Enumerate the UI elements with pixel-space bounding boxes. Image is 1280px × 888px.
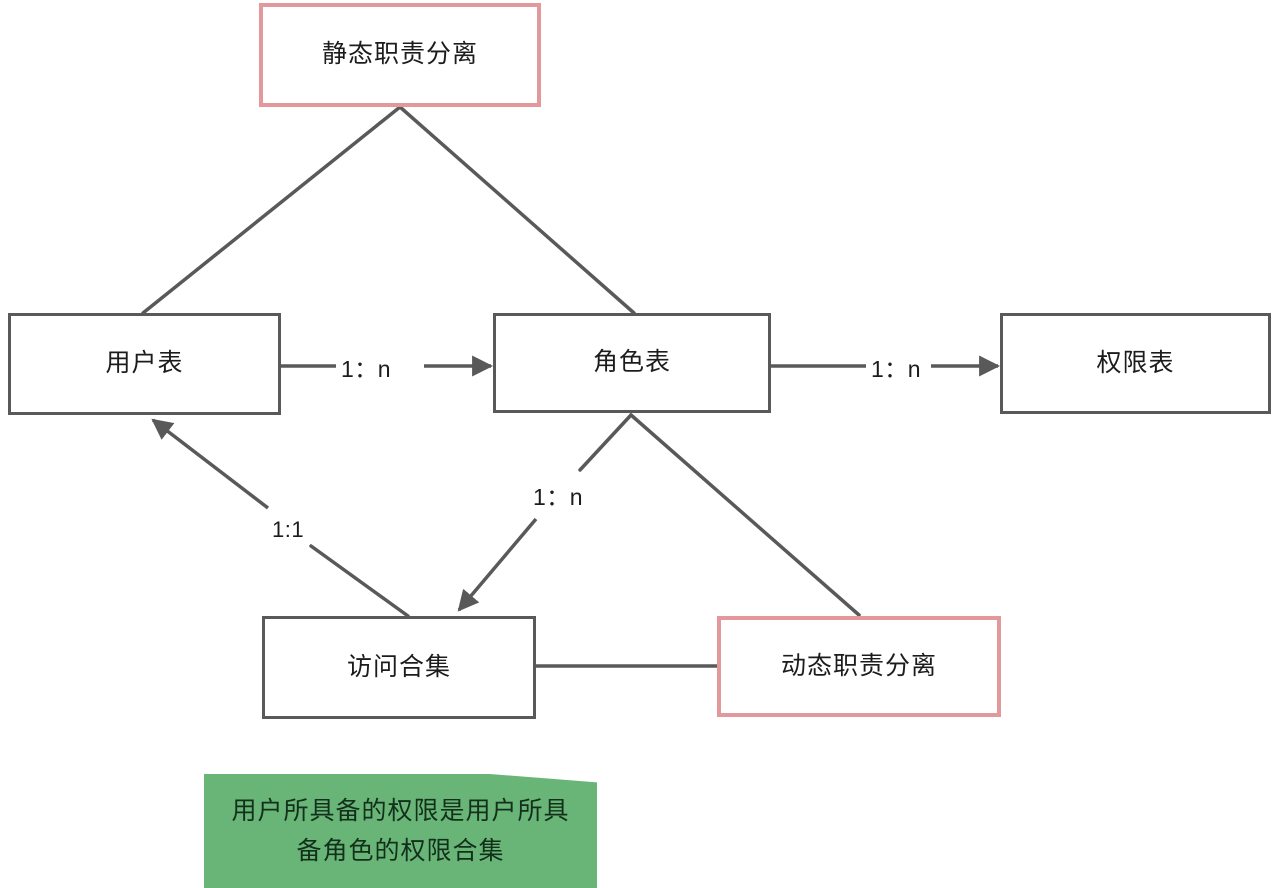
note-callout-text: 用户所具备的权限是用户所具 备角色的权限合集 (211, 791, 589, 872)
edge-role-table-to-access-set-seg2 (457, 517, 538, 612)
node-user-table[interactable]: 用户表 (8, 313, 281, 415)
edge-role-table-to-access-set-seg1 (578, 413, 633, 472)
node-static-sod-label: 静态职责分离 (321, 40, 478, 69)
edge-access-set-to-user-table-seg1 (309, 544, 410, 618)
note-line-1: 用户所具备的权限是用户所具 (231, 796, 570, 825)
node-role-table[interactable]: 角色表 (493, 313, 771, 413)
node-permission-table[interactable]: 权限表 (1000, 313, 1271, 414)
node-dynamic-sod[interactable]: 动态职责分离 (717, 616, 1001, 717)
edge-label-role-to-permission: 1：n (871, 356, 922, 382)
node-static-sod[interactable]: 静态职责分离 (259, 3, 541, 107)
note-callout: 用户所具备的权限是用户所具 备角色的权限合集 (204, 774, 597, 888)
edge-label-role-to-access-set: 1：n (533, 484, 584, 510)
node-permission-table-label: 权限表 (1096, 348, 1175, 377)
node-access-set[interactable]: 访问合集 (262, 616, 536, 719)
edge-label-access-set-to-user: 1:1 (272, 517, 305, 542)
node-access-set-label: 访问合集 (346, 652, 451, 681)
note-line-2: 备角色的权限合集 (296, 837, 505, 865)
edge-label-user-to-role: 1：n (341, 356, 392, 382)
node-user-table-label: 用户表 (105, 349, 184, 378)
edge-static-sod-to-user-table (141, 105, 402, 315)
edge-role-table-to-dynamic-sod (629, 413, 861, 617)
edge-static-sod-to-role-table (398, 105, 636, 315)
edge-access-set-to-user-table-seg2 (151, 418, 270, 510)
node-role-table-label: 角色表 (592, 348, 671, 377)
node-dynamic-sod-label: 动态职责分离 (780, 651, 937, 680)
